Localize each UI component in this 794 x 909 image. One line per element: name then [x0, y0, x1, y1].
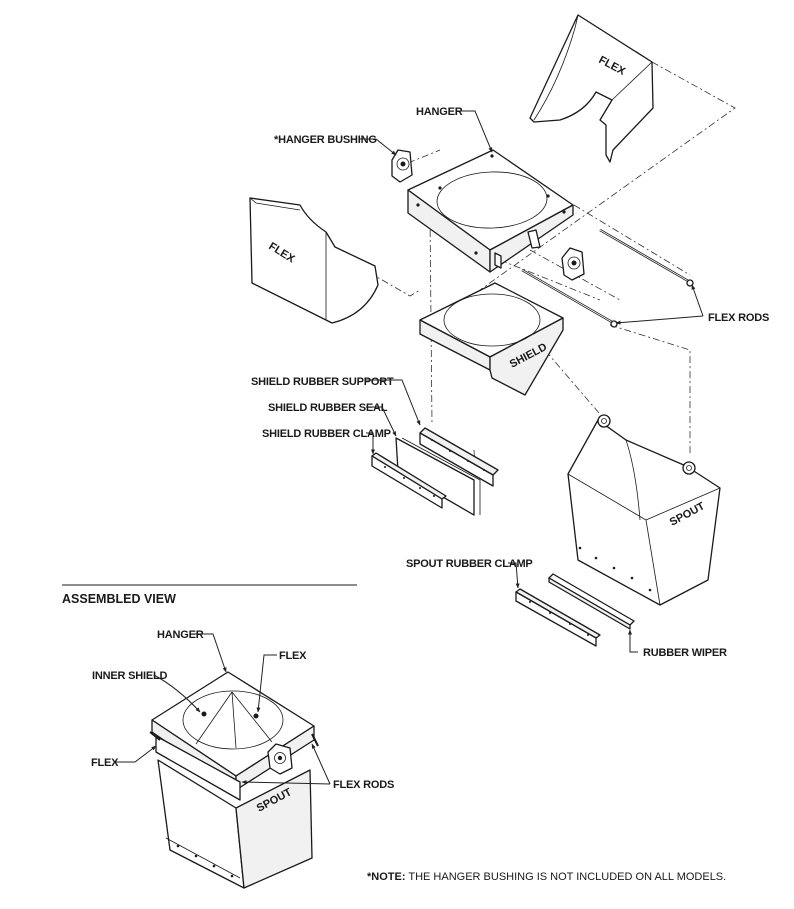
assembled-leader-lines	[116, 633, 331, 785]
shield-rubber-seal-label: SHIELD RUBBER SEAL	[268, 402, 388, 414]
leader-lines	[360, 110, 704, 653]
hanger-label: HANGER	[416, 106, 463, 118]
hanger-bushing-note: *NOTE: THE HANGER BUSHING IS NOT INCLUDE…	[367, 871, 726, 883]
assembled-unit: SPOUT	[149, 671, 319, 889]
flex-panel-left: FLEX	[249, 197, 379, 324]
rubber-wiper-label: RUBBER WIPER	[643, 647, 727, 659]
note-text: THE HANGER BUSHING IS NOT INCLUDED ON AL…	[408, 871, 726, 883]
assembled-flex-left-label: FLEX	[91, 757, 119, 769]
hanger-bushing-label: *HANGER BUSHING	[274, 134, 377, 146]
flex-rods-part	[521, 228, 694, 328]
assembled-flex-top-label: FLEX	[279, 650, 307, 662]
assembled-flex-rods-label: FLEX RODS	[333, 779, 394, 791]
spout-rubber-clamp-label: SPOUT RUBBER CLAMP	[406, 558, 533, 570]
flex-panel-right: FLEX	[529, 14, 654, 163]
hanger-bushing-left	[391, 149, 413, 183]
shield-rubber-support-part	[419, 427, 499, 487]
assembled-hanger-label: HANGER	[157, 629, 204, 641]
shield-rubber-support-label: SHIELD RUBBER SUPPORT	[251, 376, 394, 388]
flex-rods-label: FLEX RODS	[708, 312, 769, 324]
hanger-bushing-right	[561, 247, 585, 281]
assembly-guide-lines	[329, 61, 736, 481]
rubber-wiper-part	[548, 573, 635, 630]
spout-part: SPOUT	[567, 414, 721, 606]
note-prefix: *NOTE:	[367, 871, 406, 883]
shield-rubber-clamp-label: SHIELD RUBBER CLAMP	[262, 428, 391, 440]
shield-rubber-seal-part	[395, 437, 481, 516]
hanger-part	[407, 149, 574, 273]
spout-rubber-clamp-part	[515, 588, 601, 647]
shield-part: SHIELD	[419, 282, 564, 396]
assembled-view-title: ASSEMBLED VIEW	[62, 592, 176, 606]
assembled-inner-shield-label: INNER SHIELD	[92, 670, 167, 682]
